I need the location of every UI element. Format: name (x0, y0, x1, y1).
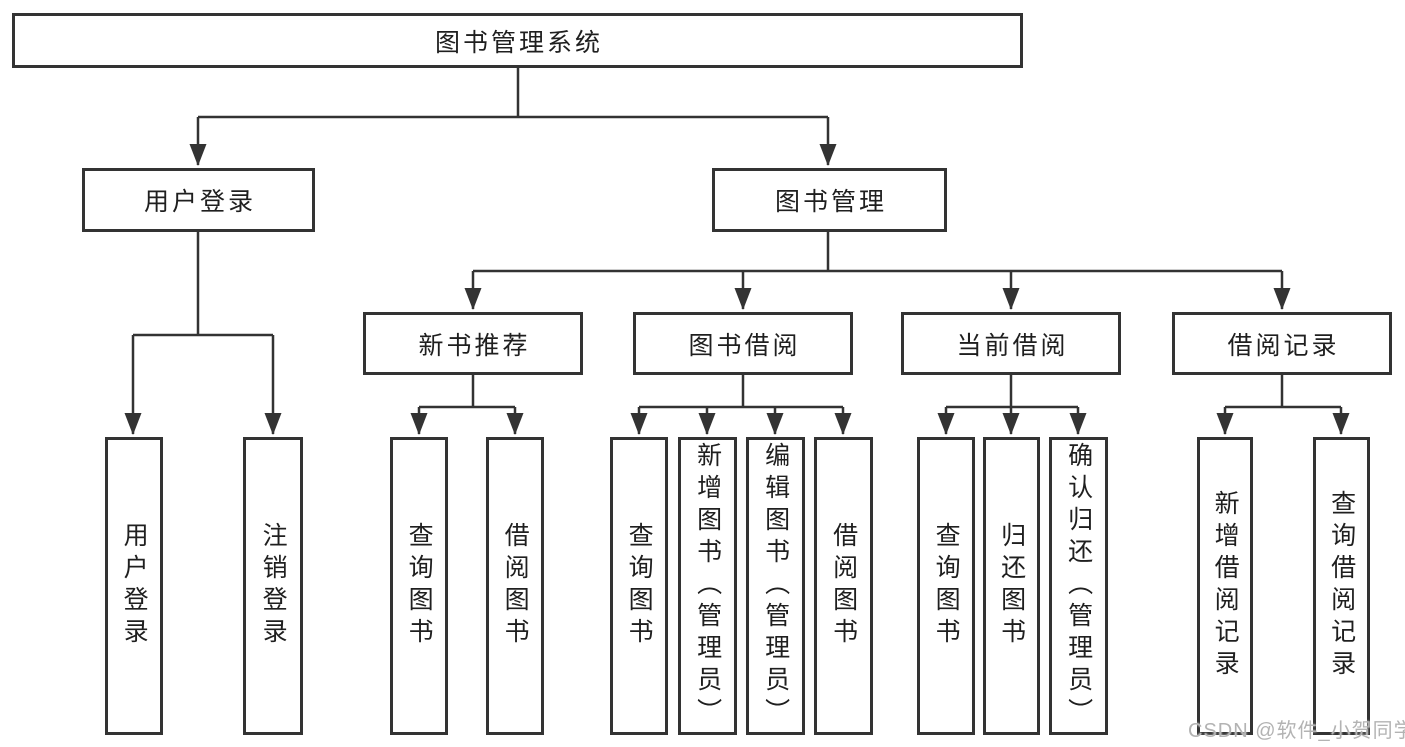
node-new-book-recommend: 新书推荐 (363, 312, 583, 375)
node-root-label: 图书管理系统 (434, 28, 603, 57)
leaf-cb-return-books: 归还图书 (983, 437, 1040, 735)
leaf-bb-edit-books-admin: 编辑图书（管理员） (746, 437, 805, 735)
node-user-login-label: 用户登录 (143, 188, 256, 216)
leaf-br-query-record: 查询借阅记录 (1313, 437, 1370, 735)
leaf-nbr-query-books: 查询图书 (390, 437, 448, 735)
node-book-borrowing: 图书借阅 (633, 312, 853, 375)
leaf-logout: 注销登录 (243, 437, 303, 735)
node-user-login: 用户登录 (82, 168, 315, 232)
csdn-watermark: CSDN @软件_小贺同学 (1188, 720, 1405, 742)
leaf-user-login: 用户登录 (105, 437, 163, 735)
node-root: 图书管理系统 (12, 13, 1023, 68)
leaf-bb-borrow-books: 借阅图书 (814, 437, 873, 735)
node-book-borrowing-label: 图书借阅 (688, 331, 801, 360)
leaf-bb-query-books: 查询图书 (610, 437, 668, 735)
leaf-bb-add-books-admin: 新增图书（管理员） (678, 437, 737, 735)
node-new-book-recommend-label: 新书推荐 (418, 331, 531, 360)
leaf-br-add-record: 新增借阅记录 (1197, 437, 1253, 735)
leaf-cb-confirm-return-admin: 确认归还（管理员） (1049, 437, 1108, 735)
leaf-cb-query-books: 查询图书 (917, 437, 975, 735)
node-borrowing-records: 借阅记录 (1172, 312, 1392, 375)
leaf-nbr-borrow-books: 借阅图书 (486, 437, 544, 735)
node-book-management: 图书管理 (712, 168, 947, 232)
edge-segments (124, 68, 1350, 435)
node-current-borrowing: 当前借阅 (901, 312, 1121, 375)
node-book-management-label: 图书管理 (774, 188, 887, 216)
node-borrowing-records-label: 借阅记录 (1227, 331, 1340, 360)
node-current-borrowing-label: 当前借阅 (956, 331, 1069, 360)
